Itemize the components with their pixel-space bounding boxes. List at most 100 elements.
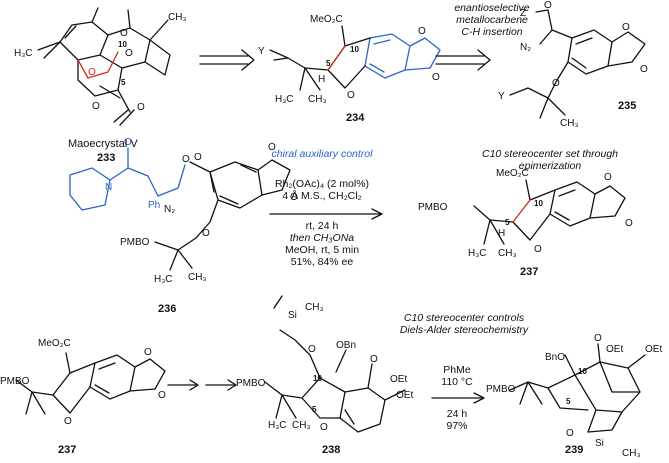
atom-ch3: CH₃ — [305, 302, 324, 313]
structure-236 — [69, 147, 291, 271]
atom-oet: OEt — [390, 374, 407, 385]
atom-oet: OEt — [645, 344, 662, 355]
atom-c10: 10 — [350, 45, 359, 54]
cond-solvent: PhMe — [443, 364, 471, 376]
atom-o: O — [290, 192, 298, 203]
compound-237-number-row2: 237 — [520, 266, 539, 278]
cond-meoh: MeOH, rt, 5 min — [284, 244, 360, 256]
atom-si: Si — [595, 438, 604, 449]
caption-c10-line2: epimerization — [518, 160, 582, 172]
atom-c5: 5 — [505, 218, 510, 227]
atom-o: O — [640, 64, 648, 75]
atom-o: O — [552, 78, 560, 89]
atom-h3c: H₃C — [154, 274, 173, 285]
atom-oet: OEt — [606, 344, 623, 355]
atom-o: O — [92, 101, 100, 112]
caption-da-line1: C10 stereocenter controls — [403, 312, 525, 324]
cond-then: then CH₃ONa — [289, 232, 355, 244]
structure-239 — [509, 343, 646, 433]
atom-n: N — [105, 182, 112, 193]
atom-ch3: CH₃ — [560, 118, 579, 129]
conditions-below-row2: rt, 24 h then CH₃ONa MeOH, rt, 5 min 51%… — [285, 220, 359, 268]
forward-arrow-2 — [269, 208, 383, 220]
atom-o: O — [182, 154, 190, 165]
compound-238-number: 238 — [322, 444, 341, 456]
atom-o: O — [625, 218, 633, 229]
structure-237-row2 — [473, 179, 626, 245]
atom-h3c: H₃C — [268, 420, 287, 431]
atom-ch3: CH₃ — [168, 12, 187, 23]
structure-237-row3 — [15, 352, 166, 415]
red-bond-234 — [327, 45, 346, 71]
atom-ch3: CH₃ — [188, 272, 207, 283]
compound-237-number-row3: 237 — [58, 444, 77, 456]
forward-arrow-3b — [431, 392, 485, 404]
compound-236-number: 236 — [158, 303, 177, 315]
atom-pmbo: PMBO — [0, 376, 30, 387]
atom-ch3: CH₃ — [308, 94, 327, 105]
caption-c10-line1: C10 stereocenter set through — [482, 148, 618, 160]
conditions-below-row3: 24 h 97% — [446, 408, 467, 432]
caption-da-line2: Diels-Alder stereochemistry — [399, 324, 529, 336]
red-ether-bridge-233 — [77, 51, 119, 79]
atom-o: O — [124, 137, 132, 148]
atom-c5: 5 — [121, 78, 126, 87]
atom-o: O — [604, 172, 612, 183]
atom-o: O — [418, 26, 426, 37]
atom-c10: 10 — [534, 199, 543, 208]
atom-bno: BnO — [545, 352, 565, 363]
atom-h: H — [318, 74, 325, 85]
atom-oet: OEt — [396, 390, 413, 401]
atom-c10: 10 — [578, 367, 587, 376]
caption-da: C10 stereocenter controls Diels-Alder st… — [400, 312, 528, 336]
atom-h3c: H₃C — [14, 48, 33, 59]
atom-h3c: H₃C — [468, 248, 487, 259]
caption-c10: C10 stereocenter set through epimerizati… — [482, 148, 618, 172]
atom-ch3: CH₃ — [498, 248, 517, 259]
atom-o: O — [544, 0, 552, 11]
forward-arrow-3a — [167, 379, 237, 391]
caption-top-line1: enantioselective — [454, 2, 530, 14]
atom-o: O — [622, 22, 630, 33]
compound-233-name: Maoecrystal V — [68, 138, 138, 150]
atom-pmbo: PMBO — [120, 237, 150, 248]
atom-o: O — [347, 90, 355, 101]
red-bond-237 — [512, 199, 531, 223]
caption-top-line3: C-H insertion — [461, 26, 523, 38]
cond-time: rt, 24 h — [305, 220, 339, 232]
cond-yield-row3: 97% — [446, 420, 468, 432]
atom-o: O — [64, 416, 72, 427]
compound-234-number: 234 — [346, 112, 365, 124]
atom-z: Z — [520, 8, 526, 19]
atom-o: O — [158, 390, 166, 401]
cond-time-row3: 24 h — [446, 408, 468, 420]
atom-ch3: CH₃ — [622, 448, 641, 459]
atom-o: O — [137, 102, 145, 113]
atom-o: O — [370, 354, 378, 365]
atom-ph: Ph — [148, 200, 160, 211]
structure-233 — [37, 7, 171, 126]
structure-238 — [264, 295, 406, 433]
atom-meo2c: MeO₂C — [496, 168, 529, 179]
atom-c5: 5 — [312, 405, 317, 414]
caption-top-line2: metallocarbene — [456, 14, 528, 26]
atom-pmbo: PMBO — [236, 378, 266, 389]
atom-o: O — [194, 152, 202, 163]
atom-c5: 5 — [326, 59, 331, 68]
atom-ch3: CH₃ — [292, 420, 311, 431]
atom-o: O — [566, 428, 574, 439]
reagent-ms: 4 Å M.S., CH₂Cl₂ — [282, 190, 362, 202]
atom-n2: N₂ — [520, 42, 531, 53]
atom-h: H — [498, 228, 505, 239]
cond-temp: 110 °C — [441, 376, 473, 388]
atom-y: Y — [258, 46, 265, 57]
cond-yield: 51%, 84% ee — [290, 256, 354, 268]
compound-235-number: 235 — [618, 100, 637, 112]
atom-h3c: H₃C — [275, 94, 294, 105]
structure-235 — [509, 9, 646, 119]
conditions-above-row3: PhMe 110 °C — [441, 364, 472, 388]
atom-o: O — [268, 142, 276, 153]
atom-obn: OBn — [336, 340, 356, 351]
